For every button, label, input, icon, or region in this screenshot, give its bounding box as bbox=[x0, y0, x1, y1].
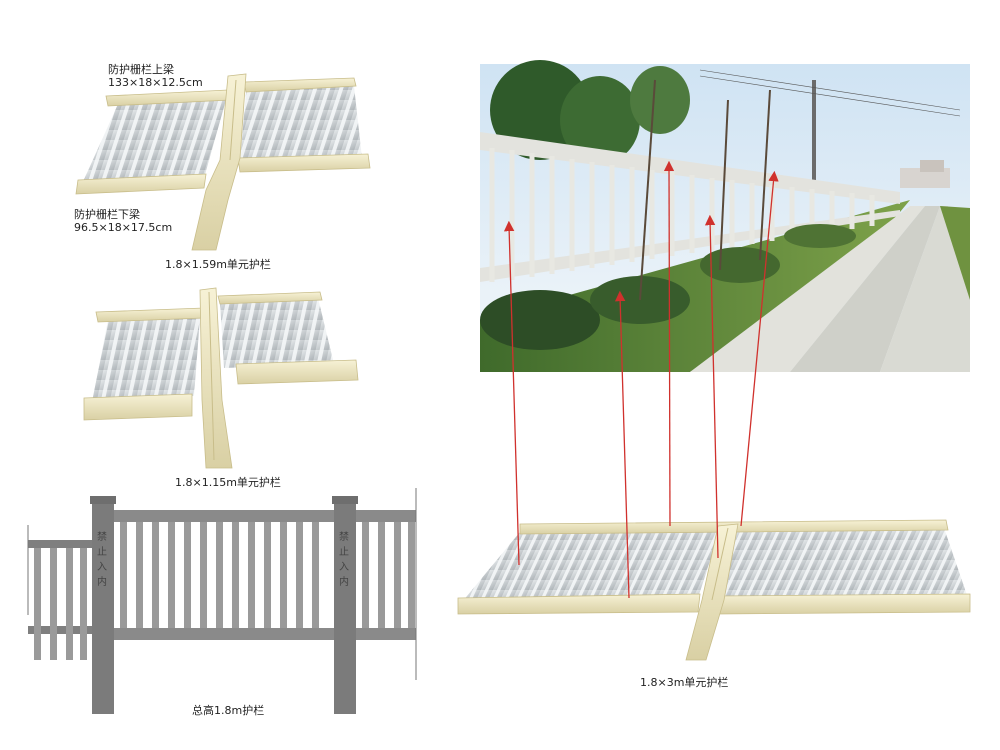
post-sign-left: 禁止入内 bbox=[97, 532, 107, 588]
slab-right bbox=[220, 298, 334, 368]
post-sign-right: 禁止入内 bbox=[339, 532, 349, 588]
arrow bbox=[614, 290, 630, 599]
lower-beam-label: 防护栅栏下梁 96.5×18×17.5cm bbox=[74, 208, 172, 234]
lower-beam-dims: 96.5×18×17.5cm bbox=[74, 221, 173, 234]
upper-beam-name: 防护栅栏上梁 bbox=[108, 63, 174, 76]
slab-left bbox=[92, 318, 200, 402]
lower-beam-name: 防护栅栏下梁 bbox=[74, 208, 140, 221]
arrow bbox=[740, 170, 779, 527]
lower-beam bbox=[75, 173, 207, 195]
slab-right bbox=[240, 86, 362, 162]
post-right bbox=[334, 500, 356, 714]
slab-left bbox=[462, 530, 720, 602]
arrow bbox=[663, 160, 675, 527]
site-photo bbox=[480, 60, 970, 372]
post bbox=[685, 523, 739, 661]
fence-elevation bbox=[27, 488, 417, 714]
slab-left bbox=[82, 100, 226, 184]
upper-beam-dims: 133×18×12.5cm bbox=[108, 76, 203, 89]
panel-1-15 bbox=[83, 287, 359, 469]
arrow bbox=[704, 214, 719, 559]
post bbox=[199, 287, 233, 469]
panel-3 bbox=[457, 519, 971, 661]
arrow bbox=[503, 220, 520, 566]
slab-right bbox=[718, 528, 968, 600]
post bbox=[191, 73, 247, 251]
arrows bbox=[503, 160, 779, 599]
post-left bbox=[92, 500, 114, 714]
panel-1-59 bbox=[75, 73, 371, 251]
caption-1-59: 1.8×1.59m单元护栏 bbox=[165, 258, 271, 271]
caption-1-15: 1.8×1.15m单元护栏 bbox=[175, 476, 281, 489]
caption-3m: 1.8×3m单元护栏 bbox=[640, 676, 729, 689]
upper-beam-label: 防护栅栏上梁 133×18×12.5cm bbox=[108, 63, 203, 89]
caption-elevation: 总高1.8m护栏 bbox=[192, 704, 265, 717]
pickets bbox=[120, 522, 319, 628]
